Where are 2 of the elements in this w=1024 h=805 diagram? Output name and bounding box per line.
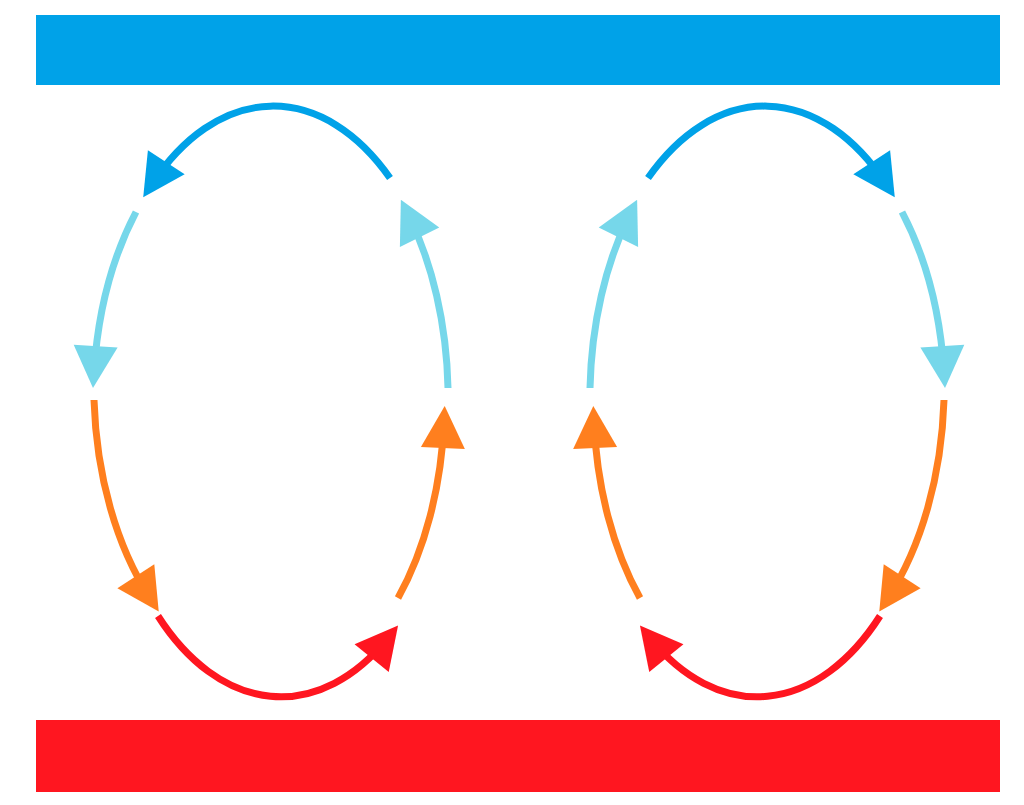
bottom-bar [36, 720, 1000, 792]
top-bar [36, 15, 1000, 85]
